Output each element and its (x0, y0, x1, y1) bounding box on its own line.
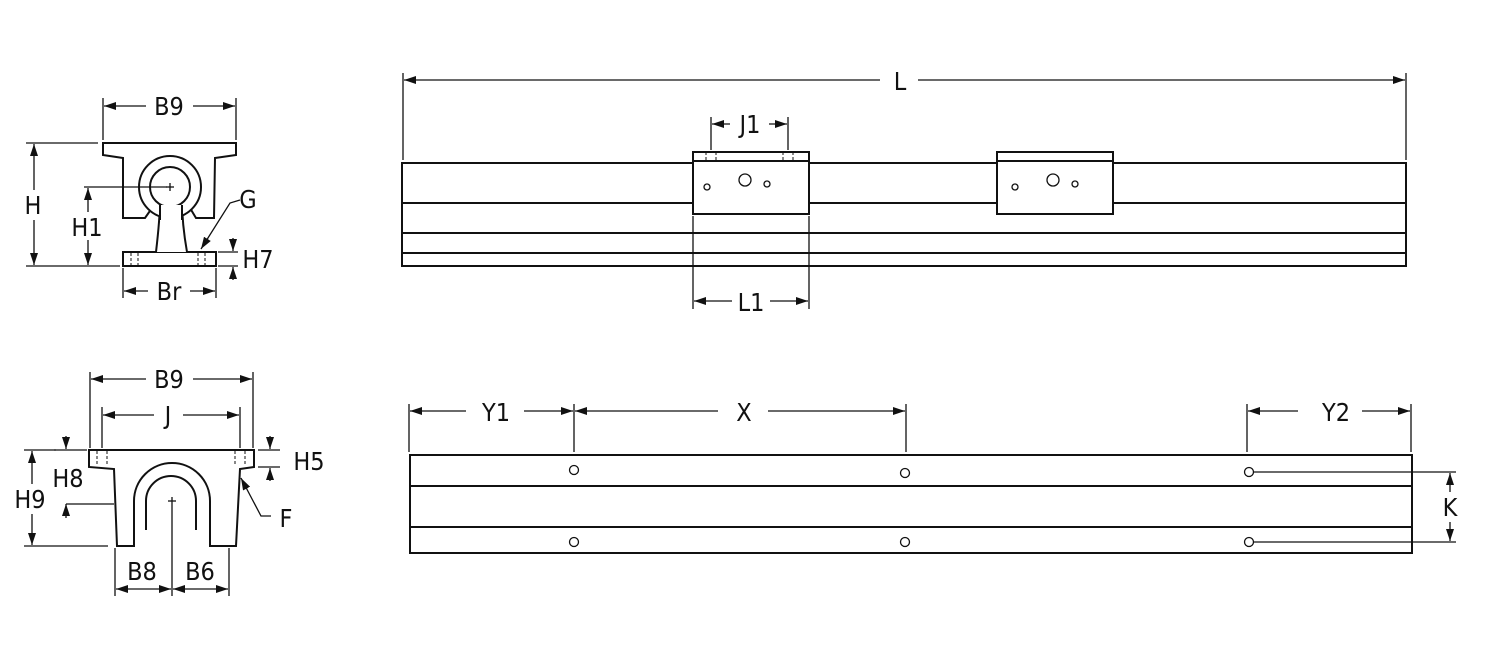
pillow-block-2 (996, 151, 1114, 215)
end-view-top: B9 H H1 G H7 Br (25, 92, 274, 306)
rail-top-view (409, 454, 1413, 554)
label-h8: H8 (52, 464, 83, 493)
label-b8: B8 (127, 557, 157, 586)
open-bore (145, 475, 197, 530)
label-y1: Y1 (481, 398, 510, 427)
label-b9-bottom: B9 (154, 365, 184, 394)
label-l1: L1 (738, 288, 765, 317)
label-y2: Y2 (1321, 398, 1350, 427)
end-view-bottom: B9 J H5 H8 H9 F B8 B6 (14, 365, 325, 596)
rail-side (401, 162, 1407, 267)
label-b9-top: B9 (154, 92, 184, 121)
label-b6: B6 (185, 557, 215, 586)
label-h5: H5 (293, 447, 324, 476)
top-view-bottom: Y1 X Y2 K (408, 398, 1459, 554)
side-view-top: L J1 L1 (401, 67, 1407, 317)
label-g: G (239, 185, 256, 214)
open-housing-outline (88, 449, 255, 547)
pillow-block-1 (692, 151, 810, 215)
label-h1: H1 (71, 213, 102, 242)
label-br: Br (157, 277, 182, 306)
label-h9: H9 (14, 485, 45, 514)
label-f: F (280, 504, 293, 533)
label-j: J (163, 401, 172, 430)
label-h7: H7 (242, 245, 273, 274)
label-j1: J1 (738, 110, 761, 139)
label-h: H (25, 191, 42, 220)
rail-base-flange (122, 251, 217, 267)
label-x: X (736, 398, 751, 427)
label-k: K (1443, 493, 1459, 522)
label-l: L (894, 67, 907, 96)
